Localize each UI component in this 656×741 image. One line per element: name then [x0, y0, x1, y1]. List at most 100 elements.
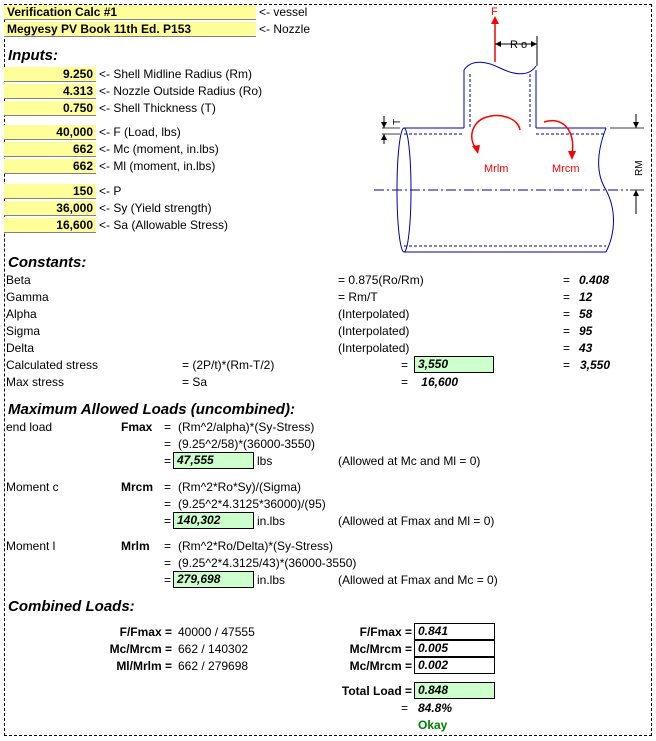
combined-heading: Combined Loads: [8, 598, 135, 615]
total-load-label: Total Load = [341, 684, 412, 698]
fmax-sub: (9.25^2/58)*(36000-3550) [178, 437, 316, 451]
mrlm-formula: (Rm^2*Ro/Delta)*(Sy-Stress) [178, 539, 333, 553]
mrcm-formula: (Rm^2*Ro*Sy)/(Sigma) [178, 480, 301, 494]
constant-eq: = [563, 307, 571, 321]
fmax-eq1: = [164, 420, 172, 434]
combined-value-cell[interactable]: 0.005 [414, 640, 495, 657]
constant-name: Sigma [6, 324, 41, 338]
constant-name: Beta [6, 273, 31, 287]
combined-value-cell[interactable]: 0.002 [414, 657, 495, 674]
mrlm-note: (Allowed at Fmax and Mc = 0) [338, 573, 498, 587]
constant-value: 95 [579, 324, 593, 338]
constant-name: Alpha [6, 307, 37, 321]
constant-value: 0.408 [579, 273, 610, 287]
fmax-formula: (Rm^2/alpha)*(Sy-Stress) [178, 420, 315, 434]
mrlm-eq1: = [164, 539, 172, 553]
mrlm-sub: (9.25^2*4.3125/43)*(36000-3550) [178, 556, 357, 570]
fmax-name: end load [6, 420, 53, 434]
fmax-value[interactable]: 47,555 [173, 452, 254, 469]
mrcm-sub: (9.25^2*4.3125*36000)/(95) [178, 497, 326, 511]
constant-eq: = [563, 324, 571, 338]
input-label: <- Nozzle Outside Radius (Ro) [99, 84, 263, 98]
calc-stress-formula: = (2P/t)*(Rm-T/2) [182, 358, 275, 372]
combined-label-right: F/Fmax = [359, 625, 412, 639]
constant-eq: = [563, 341, 571, 355]
title-note: <- vessel [259, 5, 308, 19]
mrlm-value[interactable]: 279,698 [173, 571, 254, 588]
constant-eq: = [563, 290, 571, 304]
fmax-note: (Allowed at Mc and Ml = 0) [338, 454, 481, 468]
constant-formula: (Interpolated) [338, 324, 410, 338]
calc-stress-value: 3,550 [579, 358, 610, 372]
input-value-cell[interactable]: 36,000 [4, 201, 96, 216]
status-okay: Okay [418, 718, 448, 732]
input-label: <- Shell Midline Radius (Rm) [99, 67, 253, 81]
input-value-cell[interactable]: 16,600 [4, 218, 96, 233]
ro-label: R o [510, 39, 527, 51]
input-value-cell[interactable]: 0.750 [4, 101, 96, 116]
fmax-eq2: = [164, 437, 172, 451]
title-cell[interactable]: Verification Calc #1 [4, 5, 256, 20]
combined-expression: 662 / 279698 [178, 659, 249, 673]
input-label: <- Mc (moment, in.lbs) [99, 142, 219, 156]
constants-heading: Constants: [8, 254, 87, 271]
constant-formula: (Interpolated) [338, 307, 410, 321]
combined-label-right: Mc/Mrcm = [349, 659, 412, 673]
force-arrow-head [491, 16, 499, 24]
input-value-cell[interactable]: 4.313 [4, 84, 96, 99]
total-pct-eq: = [401, 701, 409, 715]
print-area-border [4, 4, 652, 736]
constant-formula: = Rm/T [338, 290, 378, 304]
mrlm-name: Moment l [6, 539, 56, 553]
input-label: <- Sy (Yield strength) [99, 201, 212, 215]
combined-label-right: Mc/Mrcm = [349, 642, 412, 656]
mrlm-eq2: = [164, 556, 172, 570]
constant-value: 43 [579, 341, 593, 355]
mrlm-eq3: = [164, 573, 172, 587]
fmax-symbol: Fmax [121, 420, 153, 434]
force-label: F [491, 6, 498, 18]
constant-formula: = 0.875(Ro/Rm) [338, 273, 424, 287]
fmax-eq3: = [164, 454, 172, 468]
constant-value: 58 [579, 307, 593, 321]
constant-formula: (Interpolated) [338, 341, 410, 355]
input-label: <- P [99, 184, 122, 198]
constant-name: Gamma [6, 290, 49, 304]
max-stress-formula: = Sa [182, 375, 208, 389]
mrcm-name: Moment c [6, 480, 59, 494]
input-value-cell[interactable]: 9.250 [4, 67, 96, 82]
mrcm-note: (Allowed at Fmax and Ml = 0) [338, 514, 495, 528]
combined-label: F/Fmax = [119, 625, 172, 639]
total-pct-value: 84.8% [418, 701, 453, 715]
combined-label: Ml/Mrlm = [116, 659, 172, 673]
mrlm-unit: in.lbs [257, 573, 286, 587]
reference-cell[interactable]: Megyesy PV Book 11th Ed. P153 [4, 22, 256, 37]
max-loads-heading: Maximum Allowed Loads (uncombined): [8, 401, 295, 418]
input-label: <- Ml (moment, in.lbs) [99, 159, 216, 173]
constant-name: Delta [6, 341, 35, 355]
input-label: <- Shell Thickness (T) [99, 101, 216, 115]
mrcm-eq3: = [164, 514, 172, 528]
input-value-cell[interactable]: 662 [4, 142, 96, 157]
combined-value-cell[interactable]: 0.841 [414, 623, 495, 640]
mrcm-unit: in.lbs [257, 514, 286, 528]
reference-note: <- Nozzle [259, 22, 311, 36]
mrcm-symbol: Mrcm [121, 480, 154, 494]
max-stress-eq: = [401, 375, 409, 389]
calc-stress-cell[interactable]: 3,550 [414, 356, 494, 373]
input-value-cell[interactable]: 150 [4, 184, 96, 199]
mrcm-value[interactable]: 140,302 [173, 512, 254, 529]
input-label: <- F (Load, lbs) [99, 125, 181, 139]
fmax-unit: lbs [257, 454, 273, 468]
calc-stress-name: Calculated stress [6, 358, 99, 372]
mrlm-arrow [471, 114, 521, 151]
mrcm-arrow [543, 119, 574, 155]
constant-eq: = [563, 273, 571, 287]
input-value-cell[interactable]: 662 [4, 159, 96, 174]
total-load-value[interactable]: 0.848 [414, 682, 495, 699]
t-label: T [392, 119, 403, 125]
calc-stress-eq2: = [563, 358, 571, 372]
max-stress-value: 16,600 [421, 375, 458, 389]
input-value-cell[interactable]: 40,000 [4, 125, 96, 140]
